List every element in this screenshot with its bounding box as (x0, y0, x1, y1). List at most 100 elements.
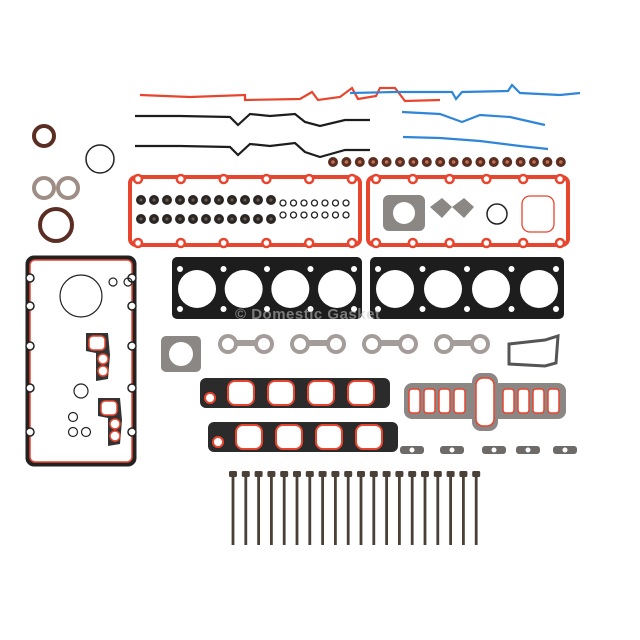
watermark: © Domestic Gasket (235, 306, 381, 323)
bolt-shank (270, 477, 273, 545)
intake-port (235, 424, 263, 450)
oil-pickup-gasket (98, 398, 122, 446)
small-o-ring (279, 199, 287, 207)
crank-seals (32, 124, 115, 243)
intake-port (532, 388, 545, 414)
valve-cover-gasket-left (128, 173, 362, 249)
o-ring (85, 144, 115, 174)
valve-cover-gasket-outline (366, 175, 570, 247)
black-strip (135, 141, 370, 159)
small-o-ring (289, 199, 298, 207)
blue-strip (349, 83, 581, 101)
bolt-head (344, 471, 353, 477)
bolt-shank (385, 477, 388, 545)
o-ring (59, 274, 103, 318)
bolt-head (369, 471, 378, 477)
plenum-port (475, 377, 495, 427)
red-strip (139, 86, 441, 103)
bolt-tab (132, 173, 144, 185)
small-o-ring (331, 211, 340, 219)
head-gasket-body (370, 257, 564, 319)
cylinder-bore (318, 270, 356, 308)
bolt-tab (175, 237, 187, 249)
small-flange-gaskets (400, 446, 577, 454)
intake-port (355, 424, 383, 450)
bolt-tab (303, 237, 315, 249)
front-crank-seal (32, 124, 56, 148)
bolt-hole (25, 427, 35, 437)
cylinder-bore (472, 270, 510, 308)
o-ring (108, 277, 118, 287)
cylinder-bore (376, 270, 414, 308)
lower-intake-gasket (200, 378, 390, 408)
bolt-head (357, 471, 365, 477)
intake-port (423, 388, 436, 414)
oil-pan-gasket-outline (25, 255, 137, 467)
bolt-tab (346, 237, 358, 249)
bolt-shank (308, 477, 312, 545)
head-gasket-body (172, 257, 362, 319)
bolt-head (459, 471, 468, 477)
intake-port (227, 380, 255, 406)
intake-port (267, 380, 295, 406)
o-ring (80, 426, 92, 438)
bolt-head (395, 471, 404, 477)
valve-stem-seals (328, 157, 566, 167)
bolt-tab (481, 173, 492, 185)
blue-strip (401, 110, 546, 127)
iac-gasket (430, 198, 452, 218)
small-o-ring (321, 211, 329, 219)
intake-port (347, 380, 375, 406)
bolt-head (472, 471, 481, 477)
seal-ring-oval (521, 195, 555, 233)
bolt-head (433, 471, 442, 477)
bolt-head (241, 471, 250, 477)
bolt-hole (25, 383, 35, 393)
rear-crank-seal (38, 207, 74, 243)
head-gasket-left (172, 257, 362, 319)
o-ring (486, 203, 508, 225)
intake-port (517, 388, 530, 414)
intake-port (315, 424, 343, 450)
bolt-head (421, 471, 429, 477)
bolt-hole (25, 301, 35, 311)
small-o-ring (342, 199, 350, 207)
bolt-tab (407, 237, 419, 249)
bolt-tab (132, 237, 144, 249)
intake-port (453, 388, 466, 414)
bolt-shank (346, 477, 350, 545)
exhaust-gaskets (161, 333, 560, 372)
bolt-tab (370, 173, 382, 185)
blue-strip (402, 135, 549, 151)
seal-ring (56, 176, 80, 200)
head-bolts (229, 471, 481, 545)
intake-port (438, 388, 451, 414)
bolt-shank (474, 477, 478, 545)
bolt-shank (436, 477, 440, 545)
bolt-shank (295, 477, 299, 545)
bolt-tab (370, 237, 382, 249)
upper-intake-gasket (404, 373, 566, 431)
small-o-ring (310, 211, 319, 219)
bolt-tab (517, 237, 529, 249)
bolt-shank (449, 477, 452, 545)
seal-ring (32, 176, 56, 200)
bolt-hole (25, 273, 35, 283)
bolt-head (229, 471, 237, 477)
small-o-ring (331, 199, 340, 207)
bolt-shank (334, 477, 337, 545)
small-o-ring (321, 199, 329, 207)
bolt-tab (218, 237, 229, 249)
bolt-shank (244, 477, 248, 545)
bolt-head (254, 471, 263, 477)
bolt-tab (175, 173, 187, 185)
bolt-tab (554, 173, 566, 185)
small-o-ring (279, 211, 287, 219)
bolt-head (331, 471, 340, 477)
valve-cover-gasket-right (366, 173, 570, 249)
bolt-head (293, 471, 301, 477)
timing-cover-strips (135, 83, 581, 159)
bolt-head (267, 471, 276, 477)
